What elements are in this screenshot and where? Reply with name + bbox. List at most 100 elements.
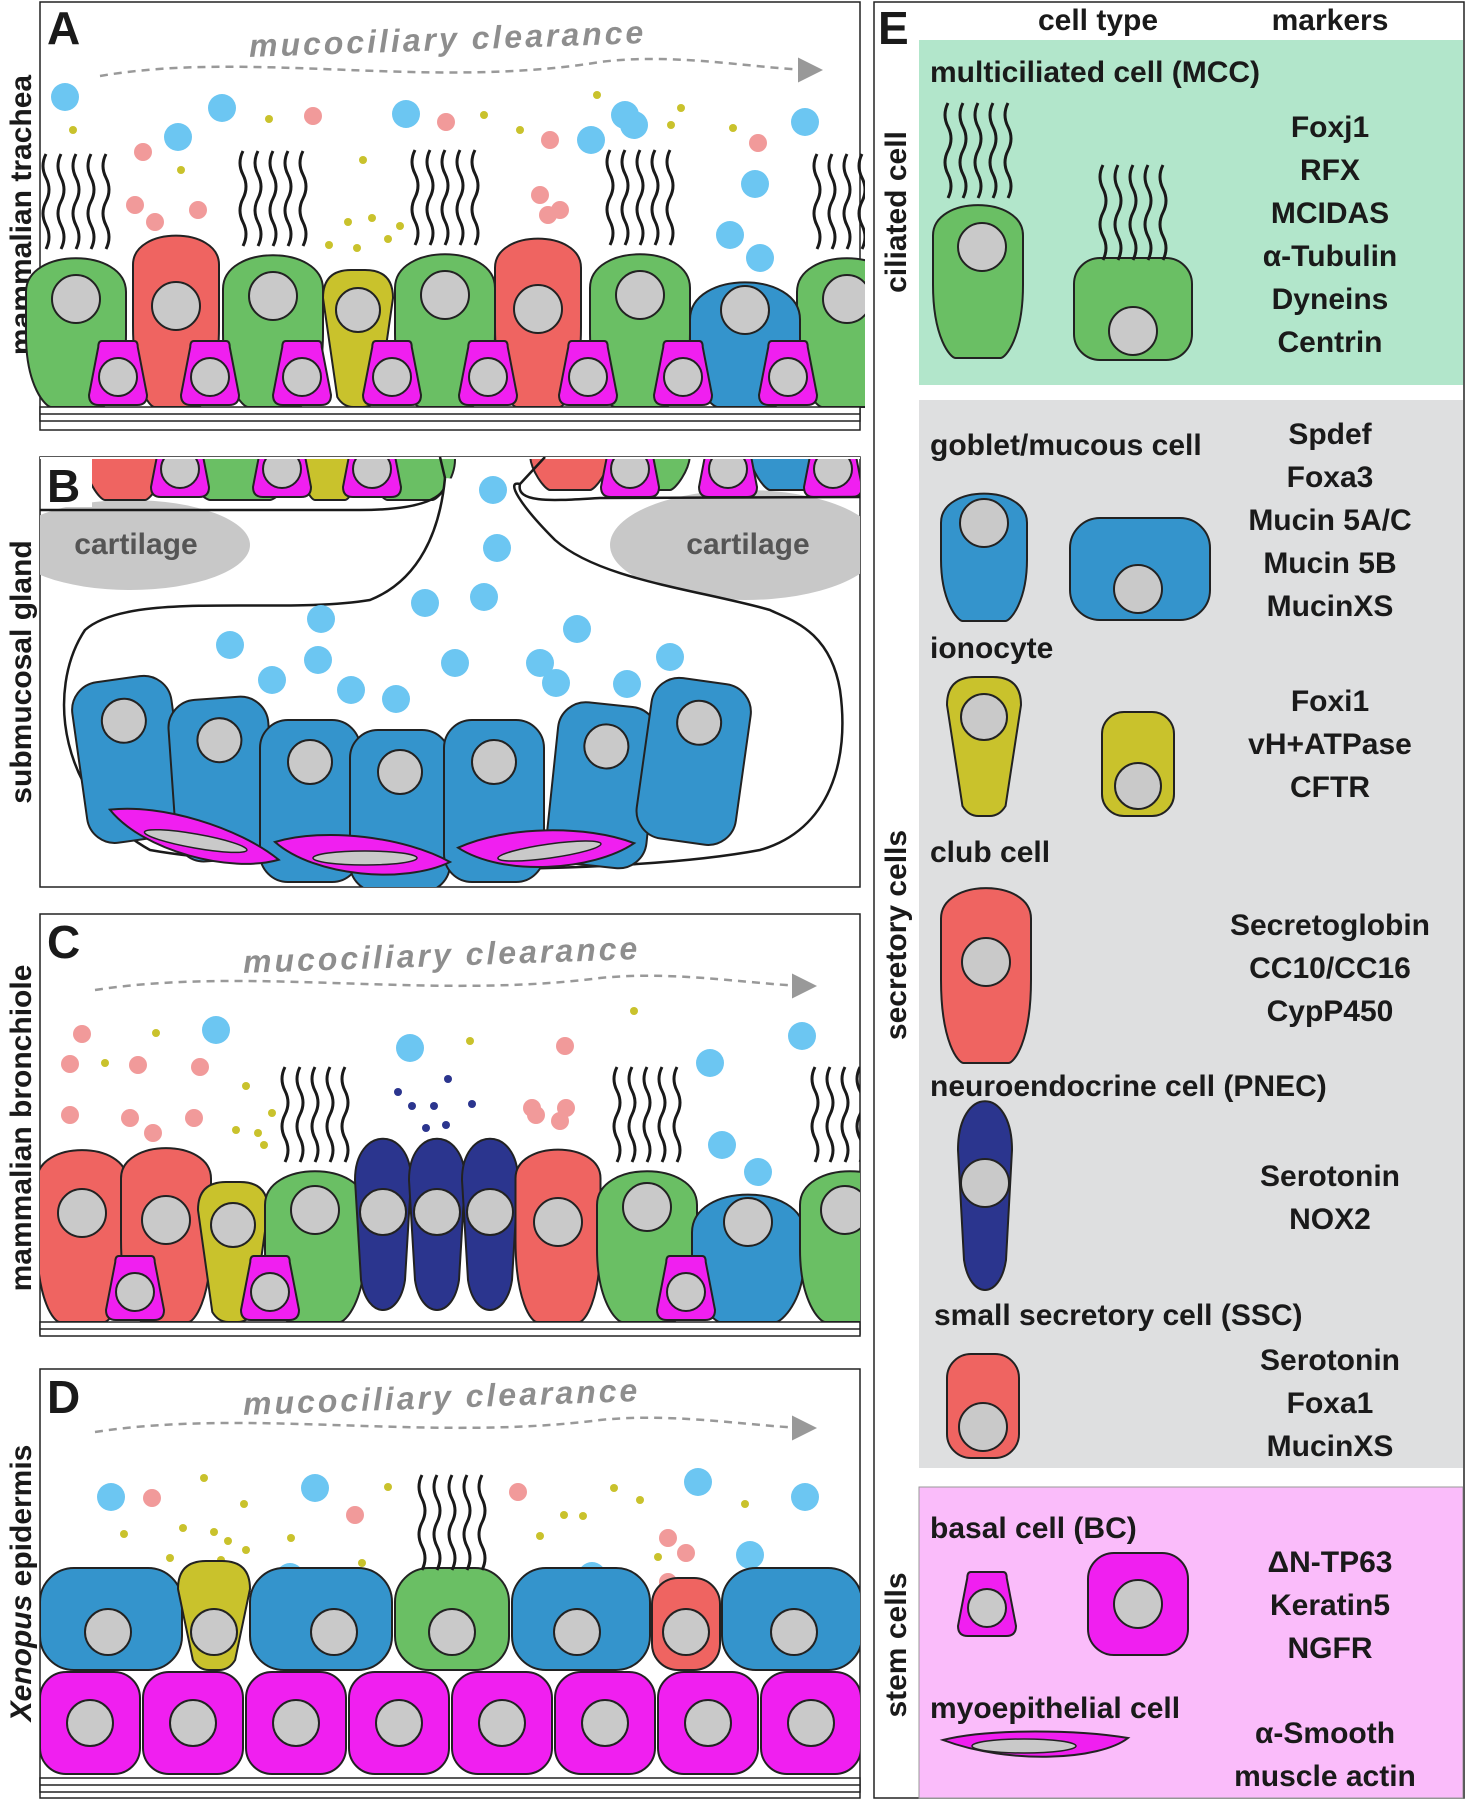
nucleus — [960, 693, 1008, 741]
neuroendocrine-secretion-dot — [444, 1075, 452, 1083]
pnec-marker: Serotonin — [1260, 1160, 1400, 1193]
nucleus — [169, 1699, 217, 1747]
mucus-droplet — [258, 666, 286, 694]
cilium — [855, 1066, 860, 1162]
panel-c-side-label: mammalian bronchiole — [5, 965, 38, 1292]
mucus-droplet — [189, 201, 207, 219]
nucleus — [57, 1188, 107, 1238]
cilium — [71, 153, 81, 250]
club-marker: CypP450 — [1267, 995, 1394, 1028]
ionocyte-secretion-dot — [166, 1554, 174, 1562]
panel-a-letter-bg — [44, 4, 92, 52]
nucleus — [666, 1272, 706, 1312]
panel-b-top-mask — [40, 457, 860, 459]
cilium — [440, 149, 450, 246]
nucleus — [497, 840, 602, 862]
mucus-droplet — [677, 1544, 695, 1562]
ssc-marker: MucinXS — [1267, 1430, 1394, 1463]
cilium — [41, 153, 51, 250]
ionocyte-secretion-dot — [593, 91, 601, 99]
cilium — [1098, 164, 1108, 261]
nucleus — [720, 285, 770, 335]
cilium — [943, 102, 953, 199]
ionocyte-secretion-dot — [516, 126, 524, 134]
goblet-marker: MucinXS — [1267, 590, 1394, 623]
nucleus — [141, 1195, 191, 1245]
cilium — [842, 153, 852, 250]
ionocyte-secretion-dot — [152, 1029, 160, 1037]
nucleus — [813, 457, 853, 489]
cilium — [612, 1066, 622, 1163]
cilium — [1143, 164, 1153, 261]
cilium — [462, 1474, 472, 1571]
myoepithelial-group — [456, 829, 637, 868]
cilium — [1128, 164, 1138, 261]
ionocyte-secretion-dot — [101, 1059, 109, 1067]
ionocyte-secretion-dot — [579, 1512, 587, 1520]
mucus-droplet — [304, 646, 332, 674]
ionocyte-secretion-dot — [268, 1109, 276, 1117]
nucleus — [290, 1185, 340, 1235]
ssc-marker: Serotonin — [1260, 1344, 1400, 1377]
mucus-droplet — [202, 1016, 230, 1044]
nucleus — [610, 457, 650, 489]
nucleus — [420, 270, 470, 320]
mcc-name: multiciliated cell (MCC) — [930, 56, 1260, 89]
cilium — [268, 150, 278, 247]
nucleus — [372, 357, 412, 397]
nucleus — [478, 1699, 526, 1747]
nucleus — [352, 457, 392, 489]
cilium — [665, 149, 675, 246]
cilium — [650, 149, 660, 246]
mucus-droplet — [307, 605, 335, 633]
nucleus — [684, 1699, 732, 1747]
nucleus — [568, 357, 608, 397]
myoepithelial-group — [272, 834, 453, 876]
ionocyte-secretion-dot — [260, 1141, 268, 1149]
nucleus — [1113, 564, 1163, 614]
panel-a-cells — [25, 83, 865, 408]
mucus-droplet — [97, 1483, 125, 1511]
ionocyte-secretion-dot — [120, 1530, 128, 1538]
mucus-droplet — [392, 100, 420, 128]
nucleus — [66, 1699, 114, 1747]
nucleus — [967, 1588, 1007, 1628]
cartilage-right — [610, 490, 860, 600]
mucus-droplet — [746, 244, 774, 272]
mcc-marker: RFX — [1300, 154, 1360, 187]
mucus-droplet — [185, 1109, 203, 1127]
panel-c-letter-bg — [44, 916, 92, 964]
nucleus — [335, 287, 381, 333]
goblet-markers: Spdef Foxa3 Mucin 5A/C Mucin 5B MucinXS — [1248, 418, 1411, 623]
cilium — [672, 1066, 682, 1163]
mucus-droplet — [708, 1131, 736, 1159]
ionocyte-secretion-dot — [368, 214, 376, 222]
mucus-droplet — [301, 1474, 329, 1502]
pnec-markers: Serotonin NOX2 — [1260, 1160, 1400, 1236]
nucleus — [248, 271, 298, 321]
nucleus — [583, 723, 630, 770]
ionocyte-secretion-dot — [344, 218, 352, 226]
cilium — [432, 1474, 442, 1571]
nucleus — [723, 1197, 773, 1247]
nucleus — [51, 274, 101, 324]
cilium — [605, 149, 615, 246]
header-cell-type: cell type — [1038, 4, 1158, 37]
club-marker: Secretoglobin — [1230, 909, 1430, 942]
nucleus — [210, 1202, 256, 1248]
nucleus — [143, 828, 248, 854]
nucleus — [468, 357, 508, 397]
nucleus — [822, 274, 865, 324]
cilium — [56, 153, 66, 250]
mucus-droplet — [61, 1055, 79, 1073]
nucleus — [413, 1188, 461, 1236]
mucus-droplet — [121, 1109, 139, 1127]
mucus-droplet — [656, 643, 684, 671]
nucleus — [1114, 762, 1162, 810]
mucus-droplet — [396, 1034, 424, 1062]
nucleus — [428, 1608, 476, 1656]
nucleus — [262, 457, 302, 489]
nucleus — [553, 1608, 601, 1656]
panel-b-side-label: submucosal gland — [5, 540, 38, 803]
ionocyte-secretion-dot — [224, 1537, 232, 1545]
